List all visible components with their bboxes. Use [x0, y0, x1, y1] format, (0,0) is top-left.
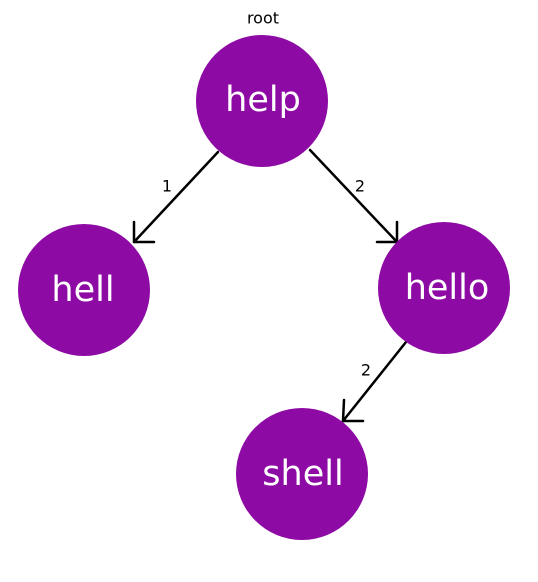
node-label: hello — [405, 268, 490, 308]
arrow-head — [132, 220, 156, 244]
node-label: help — [225, 80, 301, 120]
root-label: root — [247, 9, 279, 28]
edge-hello-shell: 2 — [341, 340, 408, 423]
node-circle — [378, 222, 510, 354]
node-help: help — [196, 35, 328, 167]
edge-line — [308, 148, 399, 244]
edge-label: 2 — [355, 177, 365, 196]
node-circle — [18, 224, 150, 356]
edges: 1 2 2 — [132, 148, 408, 423]
edge-line — [341, 340, 408, 423]
edge-label: 1 — [162, 177, 172, 196]
node-hell: hell — [18, 224, 150, 356]
node-hello: hello — [378, 222, 510, 354]
node-shell: shell — [236, 408, 368, 540]
edge-help-hello: 2 — [308, 148, 399, 244]
node-circle — [236, 408, 368, 540]
arrow-head — [341, 398, 365, 423]
nodes: help hell hello shell — [18, 35, 510, 540]
edge-help-hell: 1 — [132, 150, 220, 244]
node-label: shell — [262, 454, 343, 494]
node-circle — [196, 35, 328, 167]
edge-label: 2 — [361, 361, 371, 380]
edge-line — [132, 150, 220, 244]
node-label: hell — [51, 270, 114, 310]
